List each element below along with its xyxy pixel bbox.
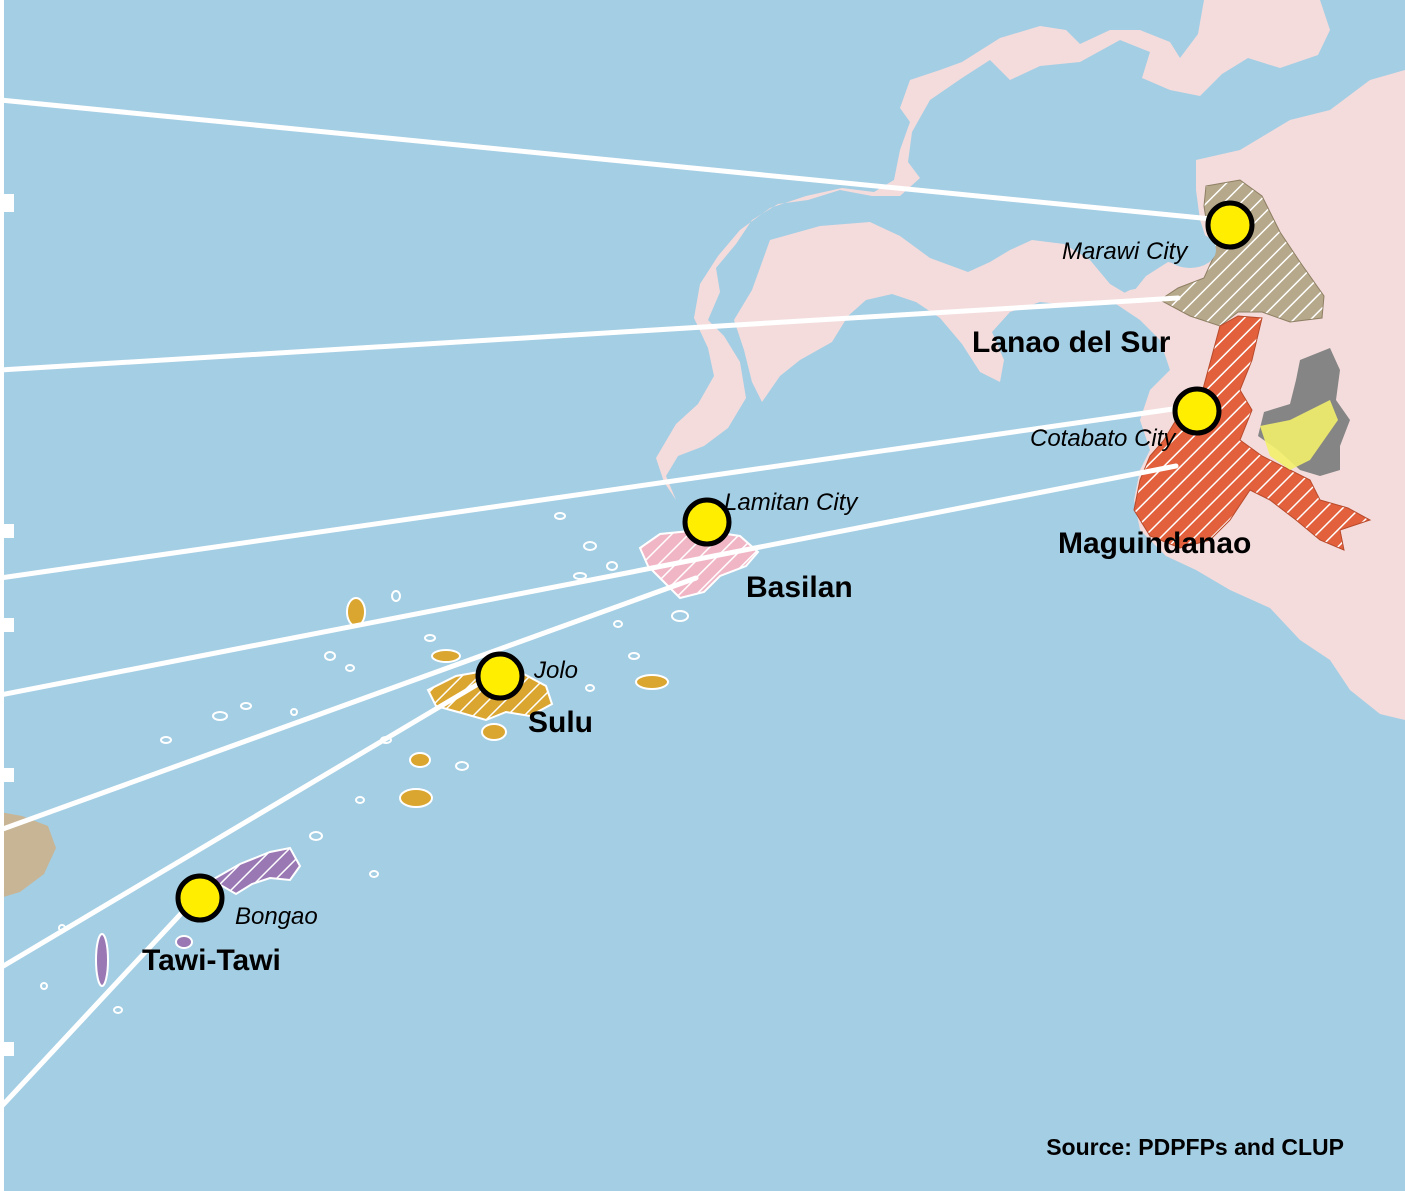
city-label-jolo: Jolo [533,657,578,684]
tawi-tawi-islet [175,935,193,949]
city-label-marawi: Marawi City [1062,238,1189,265]
leader-line [0,463,1179,698]
left-frame [0,0,4,1191]
maguindanao-area [1133,315,1372,551]
province-label-maguindanao: Maguindanao [1058,527,1251,560]
leader-line [0,681,481,971]
leader-line [0,575,699,833]
special-area-yellow [1260,400,1338,470]
leader-line [0,901,193,1111]
sulu-islet [635,674,669,690]
leader-lines [0,97,1225,1111]
city-label-cotabato: Cotabato City [1030,425,1177,452]
marker-marawi [1205,200,1255,250]
leader-line [0,97,1225,223]
province-label-sulu: Sulu [528,706,593,739]
sulu-islet [346,597,366,627]
city-label-lamitan: Lamitan City [724,489,859,516]
tawi-tawi-islet [95,933,109,987]
province-label-lanao-del-sur: Lanao del Sur [972,326,1171,359]
central-mindanao [1110,70,1405,720]
left-edge-landmass [0,812,56,898]
sulu-islet [409,752,431,768]
marker-jolo [475,651,525,701]
marker-cotabato [1172,386,1222,436]
city-label-bongao: Bongao [235,903,318,930]
province-label-basilan: Basilan [746,571,853,604]
leader-line [0,295,1181,373]
leader-line [0,405,1183,581]
sulu-islet [399,788,433,808]
frame-ticks [0,194,14,1056]
marker-lamitan [682,497,732,547]
tawi-tawi-island [210,846,302,896]
small-islets [40,512,689,1014]
city-markers [175,200,1255,923]
sulu-islet [431,649,461,663]
source-note: Source: PDPFPs and CLUP [1046,1134,1344,1160]
province-label-tawi-tawi: Tawi-Tawi [142,944,281,977]
sulu-islet [481,723,507,741]
marker-bongao [175,873,225,923]
lake-lanao [1164,232,1216,268]
